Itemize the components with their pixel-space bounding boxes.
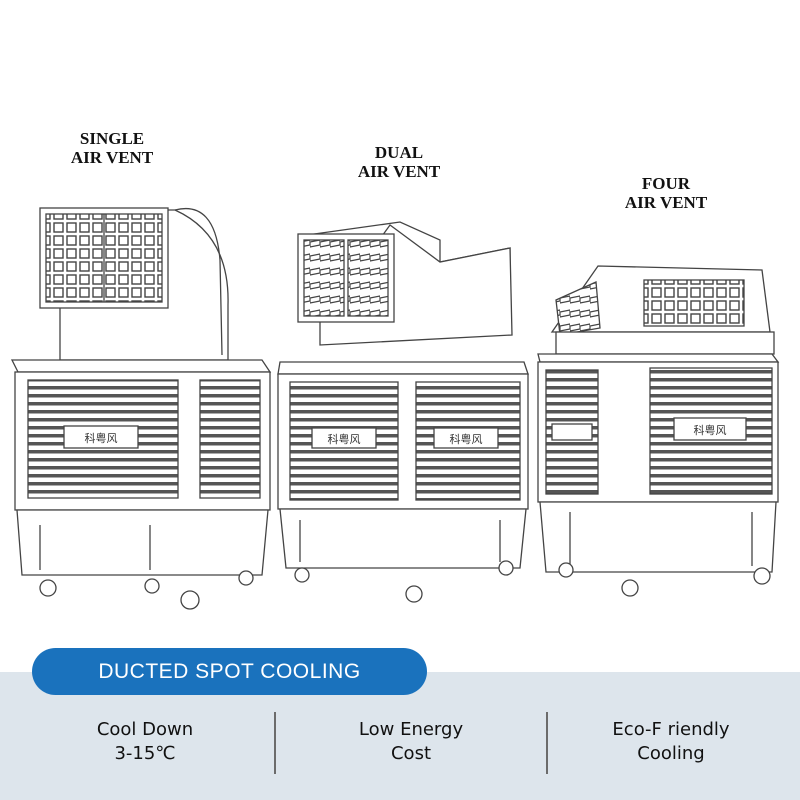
four-logo-text: 科粤风 xyxy=(694,423,727,437)
feature-divider xyxy=(546,712,548,774)
feature-eco-friendly-line2: Cooling xyxy=(637,743,705,764)
feature-divider xyxy=(274,712,276,774)
single-logo-text: 科粤风 xyxy=(85,431,118,445)
four-vent-label-line2: AIR VENT xyxy=(624,193,708,212)
single-vent-label-line1: SINGLE xyxy=(79,129,145,148)
feature-cool-down-line1: Cool Down xyxy=(96,719,194,740)
dual-vent-label: DUAL AIR VENT xyxy=(349,143,449,181)
single-vent-cooler: 科粤风 xyxy=(10,207,272,610)
four-vent-label: FOUR AIR VENT xyxy=(616,174,716,212)
single-vent-label: SINGLE AIR VENT xyxy=(62,129,162,167)
dual-logo-left-text: 科粤风 xyxy=(328,432,361,446)
dual-logo-right-text: 科粤风 xyxy=(450,432,483,446)
feature-low-energy-line2: Cost xyxy=(390,743,432,764)
feature-cool-down-line2: 3-15℃ xyxy=(114,743,176,764)
feature-low-energy: Low Energy Cost xyxy=(296,718,526,766)
feature-eco-friendly-line1: Eco-F riendly xyxy=(612,719,730,740)
ducted-spot-cooling-banner: DUCTED SPOT COOLING xyxy=(32,648,427,695)
cooler-illustrations: 科粤风 科粤风 科粤风 xyxy=(10,207,780,610)
dual-vent-cooler: 科粤风 科粤风 xyxy=(277,221,529,603)
four-vent-cooler: 科粤风 xyxy=(537,265,780,597)
four-vent-label-line1: FOUR xyxy=(641,174,691,193)
feature-cool-down: Cool Down 3-15℃ xyxy=(30,718,260,766)
feature-low-energy-line1: Low Energy xyxy=(358,719,464,740)
feature-eco-friendly: Eco-F riendly Cooling xyxy=(556,718,786,766)
dual-vent-label-line1: DUAL xyxy=(374,143,424,162)
dual-vent-label-line2: AIR VENT xyxy=(357,162,441,181)
single-vent-label-line2: AIR VENT xyxy=(70,148,154,167)
